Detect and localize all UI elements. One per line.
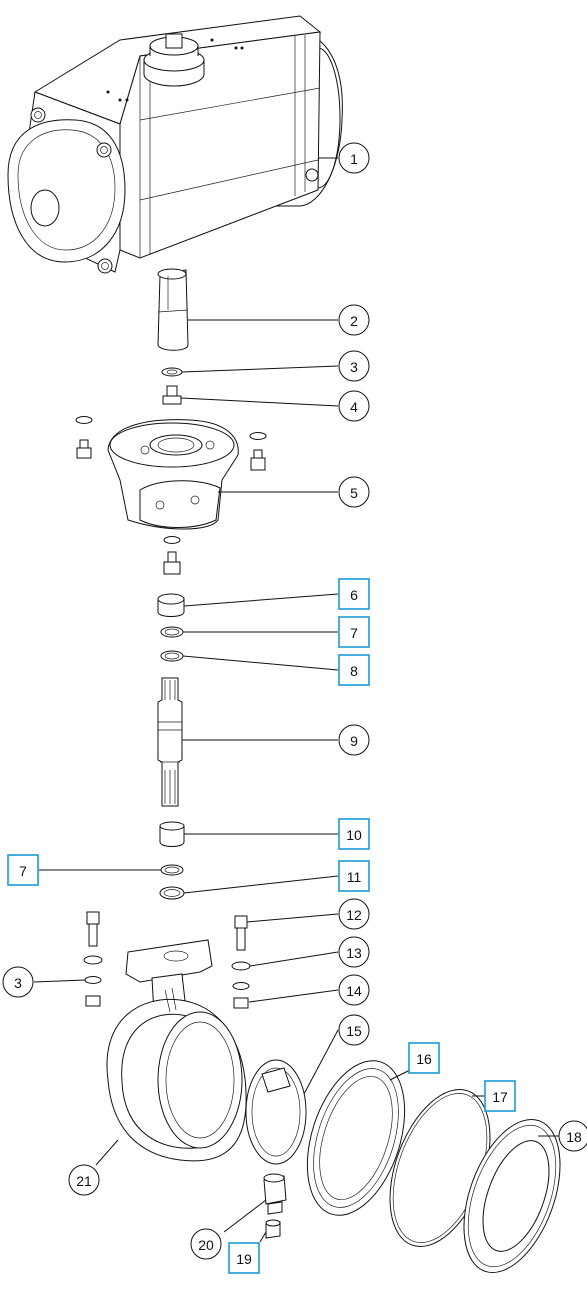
callout-c11: 11 [338, 860, 370, 892]
callout-circle [558, 1120, 587, 1152]
callout-number: 19 [236, 1251, 252, 1267]
callout-c14: 14 [338, 974, 370, 1006]
callout-c21: 21 [68, 1164, 100, 1196]
washer-screw-top [161, 367, 183, 405]
callout-number: 3 [14, 975, 22, 991]
callout-box [338, 654, 370, 686]
callout-c20: 20 [190, 1228, 222, 1260]
bushing-orings-lower [159, 821, 185, 900]
callout-box [408, 1042, 440, 1074]
callout-number: 7 [350, 625, 358, 641]
callout-circle [2, 966, 34, 998]
shaft-part [157, 677, 183, 807]
callout-c12: 12 [338, 898, 370, 930]
callout-c19: 19 [228, 1242, 260, 1274]
callout-number: 21 [76, 1173, 92, 1189]
callout-c3b: 3 [2, 966, 34, 998]
callout-box [7, 854, 39, 886]
callout-circle [338, 142, 370, 174]
callout-c18: 18 [558, 1120, 587, 1152]
callout-circle [338, 390, 370, 422]
callout-number: 20 [198, 1237, 214, 1253]
callout-circle [338, 476, 370, 508]
callout-c16: 16 [408, 1042, 440, 1074]
callout-number: 6 [350, 587, 358, 603]
callout-box [228, 1242, 260, 1274]
callout-box [338, 578, 370, 610]
callout-c3a: 3 [338, 350, 370, 382]
callout-number: 9 [350, 733, 358, 749]
callout-c9: 9 [338, 724, 370, 756]
callout-number: 4 [350, 399, 358, 415]
callout-c8: 8 [338, 654, 370, 686]
callout-number: 5 [350, 485, 358, 501]
callout-circle [338, 898, 370, 930]
callout-circle [338, 724, 370, 756]
leader-lines [33, 157, 560, 1243]
callout-number: 3 [350, 359, 358, 375]
coupling-part [157, 268, 189, 351]
callout-box [338, 616, 370, 648]
retaining-ring-part [463, 1118, 561, 1274]
callout-number: 13 [346, 945, 362, 961]
callout-number: 2 [350, 313, 358, 329]
callout-circle [338, 936, 370, 968]
callout-c4: 4 [338, 390, 370, 422]
callout-circle [338, 974, 370, 1006]
callout-number: 17 [492, 1089, 508, 1105]
callout-box [338, 818, 370, 850]
callout-circle [68, 1164, 100, 1196]
valve-body-part [106, 939, 247, 1162]
callout-circle [190, 1228, 222, 1260]
callout-number: 8 [350, 663, 358, 679]
callout-c6: 6 [338, 578, 370, 610]
callout-number: 7 [19, 863, 27, 879]
callout-c1: 1 [338, 142, 370, 174]
callout-number: 12 [346, 907, 362, 923]
callout-box [484, 1080, 516, 1112]
callout-c13: 13 [338, 936, 370, 968]
callout-number: 15 [346, 1023, 362, 1039]
seat-part [306, 1060, 406, 1216]
callout-box [338, 860, 370, 892]
callout-number: 1 [350, 151, 358, 167]
callout-c10: 10 [338, 818, 370, 850]
callout-c17: 17 [484, 1080, 516, 1112]
callout-number: 16 [416, 1051, 432, 1067]
callout-number: 14 [346, 983, 362, 999]
callout-c15: 15 [338, 1014, 370, 1046]
callout-circle [338, 1014, 370, 1046]
body-bolts [83, 911, 251, 1009]
actuator-part [7, 15, 343, 274]
disc-part [245, 1059, 307, 1165]
callout-number: 18 [566, 1129, 582, 1145]
bushing-orings-upper [157, 593, 185, 662]
callout-c2: 2 [338, 304, 370, 336]
callout-circle [338, 350, 370, 382]
callout-c7b: 7 [7, 854, 39, 886]
callout-number: 11 [347, 869, 362, 885]
callout-number: 10 [346, 827, 362, 843]
callout-c7a: 7 [338, 616, 370, 648]
bracket-part [75, 416, 267, 575]
callout-circle [338, 304, 370, 336]
plug-parts [263, 1173, 287, 1239]
callout-c5: 5 [338, 476, 370, 508]
